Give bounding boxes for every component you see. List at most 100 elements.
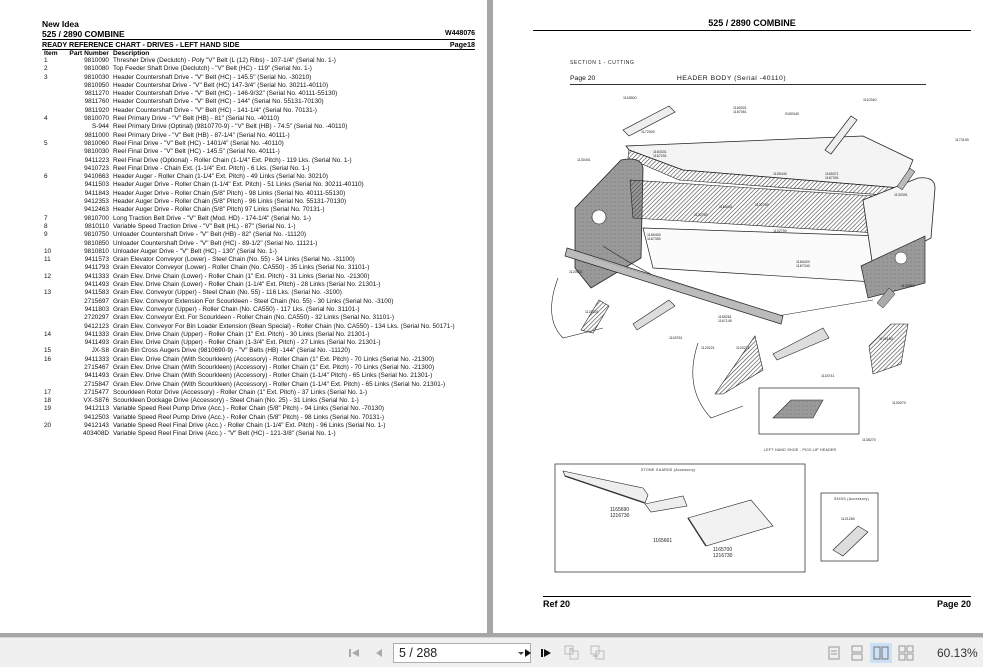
page-footer: Ref 20 Page 20 bbox=[543, 596, 971, 609]
row-description: Reel Primary Drive - "V" Belt (HB) - 81"… bbox=[113, 115, 280, 123]
row-description: Scourkleen Dockage Drive (Accessory) - S… bbox=[113, 397, 359, 405]
navigation-toolbar: 5 / 288 60.13% bbox=[0, 637, 983, 667]
row-item-number: 18 bbox=[44, 397, 52, 405]
continuous-page-icon bbox=[851, 645, 863, 661]
stone-guard-part-callout: 1165661 bbox=[653, 538, 673, 544]
row-item-number: 2 bbox=[44, 65, 48, 73]
stone-guard-part-callout: 1165700 1216730 bbox=[713, 547, 733, 559]
row-item-number: 11 bbox=[44, 256, 51, 264]
row-part-number: 9810700 bbox=[84, 214, 109, 222]
row-part-number: 9412503 bbox=[84, 413, 109, 421]
row-description: Grain Elev. Conveyor (Upper) - Steel Cha… bbox=[113, 289, 342, 297]
row-part-number: 9411333 bbox=[84, 330, 109, 338]
next-page-button[interactable] bbox=[519, 644, 537, 662]
row-item-number bbox=[42, 190, 65, 198]
row-part-number: 9810810 bbox=[84, 247, 109, 255]
part-callout: 1130070 bbox=[892, 401, 906, 405]
row-description: Reel Primary Drive (Optinal) (9810770-9)… bbox=[113, 123, 348, 131]
diagram-header: Page 20 HEADER BODY (Serial -40110) bbox=[570, 75, 926, 85]
row-item-number bbox=[42, 90, 65, 98]
part-callout: 1165420 1167340 bbox=[796, 260, 810, 268]
row-item-number bbox=[42, 306, 65, 314]
header-body-exploded-view bbox=[551, 105, 936, 573]
row-description: Grain Bin Cross Augers Drive (9810690-9)… bbox=[113, 347, 351, 355]
part-callout: 1130391 bbox=[894, 193, 908, 197]
row-item-number bbox=[42, 107, 65, 115]
part-callout: 1118761 bbox=[669, 336, 683, 340]
previous-page-icon bbox=[376, 649, 382, 657]
last-page-button[interactable] bbox=[537, 644, 555, 662]
row-part-number: 9811270 bbox=[84, 90, 109, 98]
row-description: Header Countershat Drive - "V" Belt (HC)… bbox=[113, 81, 329, 89]
page-number-select[interactable]: 5 / 288 bbox=[393, 643, 531, 663]
continuous-facing-view-button[interactable] bbox=[895, 643, 917, 663]
document-page-right: 525 / 2890 COMBINE SECTION 1 - CUTTING P… bbox=[493, 0, 983, 633]
row-part-number: 9810950 bbox=[84, 81, 109, 89]
document-number: W448076 bbox=[445, 30, 475, 37]
zoom-level[interactable]: 60.13% bbox=[937, 646, 978, 660]
row-part-number: 9410723 bbox=[84, 164, 109, 172]
row-part-number: 2720297 bbox=[84, 314, 109, 322]
stone-guard-label: STONE GUARDS (Accessory) bbox=[641, 468, 696, 472]
part-callout: 1132750 bbox=[694, 213, 708, 217]
next-view-button[interactable] bbox=[589, 644, 607, 662]
continuous-view-button[interactable] bbox=[846, 643, 868, 663]
row-description: Long Traction Belt Drive - "V" Belt (Mod… bbox=[113, 214, 311, 222]
row-part-number: 2715477 bbox=[84, 388, 109, 396]
diagram-heading: HEADER BODY (Serial -40110) bbox=[676, 75, 787, 82]
brand-name: New Idea bbox=[42, 19, 79, 29]
next-view-icon bbox=[590, 645, 605, 660]
row-description: Header Countershaft Drive - "V" Belt (HC… bbox=[113, 106, 317, 114]
part-callout: 1165371 1167391 bbox=[825, 172, 839, 180]
part-callout: 1120271 bbox=[736, 346, 750, 350]
page-number-value: 5 / 288 bbox=[399, 646, 438, 660]
row-item-number: 19 bbox=[44, 405, 52, 413]
row-item-number: 5 bbox=[44, 139, 48, 147]
part-callout: 1132750 bbox=[755, 203, 769, 207]
row-description: Header Auger Drive - Roller Chain (5/8" … bbox=[113, 206, 325, 214]
row-description: Reel Final Drive (Optional) - Roller Cha… bbox=[113, 156, 352, 164]
row-item-number bbox=[42, 148, 65, 156]
row-description: Reel Final Drive - Chain Ext. (1-1/4" Ex… bbox=[113, 164, 310, 172]
row-description: Header Countershaft Drive - "V" Belt (HC… bbox=[113, 73, 312, 81]
part-callout: 1160001 1167061 bbox=[733, 106, 747, 114]
row-item-number bbox=[42, 198, 65, 206]
skids-part-number: 1121260 bbox=[841, 517, 855, 521]
row-item-number: 12 bbox=[44, 272, 52, 280]
row-part-number: 9410663 bbox=[84, 173, 109, 181]
row-item-number bbox=[42, 132, 65, 140]
chart-title: READY REFERENCE CHART - DRIVES - LEFT HA… bbox=[42, 40, 240, 49]
previous-page-button[interactable] bbox=[370, 644, 388, 662]
row-part-number: JX-S8 bbox=[91, 347, 109, 355]
single-page-view-button[interactable] bbox=[823, 643, 845, 663]
page-header: New Idea 525 / 2890 COMBINE W448076 READ… bbox=[42, 19, 475, 58]
row-description: Scourkleen Rotor Drive (Accessory) - Rol… bbox=[113, 388, 368, 396]
row-description: Header Auger Drive - Roller Chain (5/8" … bbox=[113, 189, 346, 197]
stone-guard-part-callout: 1165690 1216730 bbox=[610, 507, 630, 519]
row-item-number bbox=[42, 381, 65, 389]
first-page-button[interactable] bbox=[345, 644, 363, 662]
part-callout: 1165451 bbox=[719, 205, 733, 209]
page-title: 525 / 2890 COMBINE bbox=[533, 17, 971, 31]
skids-label: SKIDS (Accessory) bbox=[834, 497, 870, 501]
previous-view-button[interactable] bbox=[563, 644, 581, 662]
row-description: Variable Speed Reel Final Drive (Acc.) -… bbox=[113, 430, 336, 438]
facing-view-button[interactable] bbox=[870, 643, 892, 663]
